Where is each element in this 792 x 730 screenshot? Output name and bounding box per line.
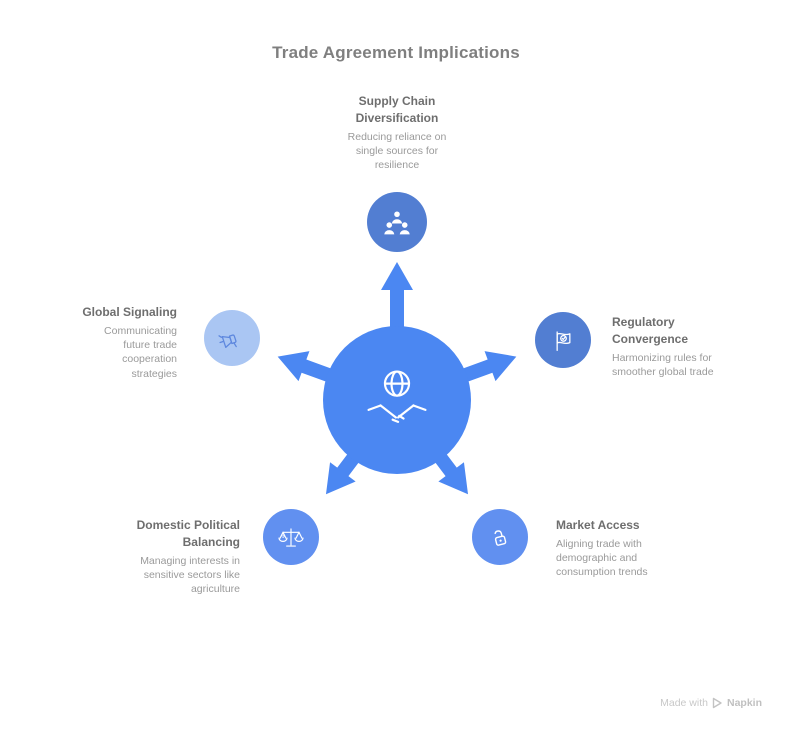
node-text-supply-chain: Supply Chain Diversification Reducing re… (341, 93, 453, 172)
node-circle-global-signaling (204, 310, 260, 366)
arrow-top (381, 262, 413, 340)
node-circle-supply-chain (367, 192, 427, 252)
center-hub-circle (323, 326, 471, 474)
globe-handshake-icon (367, 370, 427, 423)
balance-scale-icon: $ (278, 528, 304, 547)
team-people-icon (384, 211, 410, 235)
napkin-logo-icon (712, 697, 722, 709)
node-circle-market-access (472, 509, 528, 565)
node-body: Managing interests in sensitive sectors … (140, 554, 240, 596)
node-circle-regulatory (535, 312, 591, 368)
diagram-title: Trade Agreement Implications (272, 43, 520, 62)
node-body: Harmonizing rules for smoother global tr… (612, 351, 714, 378)
svg-text:$: $ (282, 533, 285, 539)
megaphone-icon (217, 333, 237, 348)
node-text-global-signaling: Global Signaling Communicating future tr… (59, 304, 177, 381)
napkin-watermark: Made with Napkin (660, 697, 762, 709)
node-heading: Market Access (556, 518, 640, 532)
node-body: Aligning trade with demographic and cons… (556, 537, 648, 579)
node-text-regulatory: Regulatory Convergence Harmonizing rules… (612, 314, 732, 379)
open-lock-icon (493, 529, 506, 546)
node-body: Reducing reliance on single sources for … (347, 130, 447, 172)
node-text-domestic-political: Domestic Political Balancing Managing in… (108, 517, 240, 596)
flag-check-icon (556, 330, 570, 351)
node-body: Communicating future trade cooperation s… (104, 324, 177, 380)
node-heading: Global Signaling (82, 305, 177, 319)
node-text-market-access: Market Access Aligning trade with demogr… (556, 517, 676, 580)
node-circle-domestic-political: $ (263, 509, 319, 565)
watermark-text: Made with (660, 697, 708, 709)
node-heading: Supply Chain Diversification (355, 94, 439, 125)
node-heading: Regulatory Convergence (612, 315, 689, 346)
watermark-brand: Napkin (726, 697, 762, 709)
node-heading: Domestic Political Balancing (136, 518, 240, 549)
